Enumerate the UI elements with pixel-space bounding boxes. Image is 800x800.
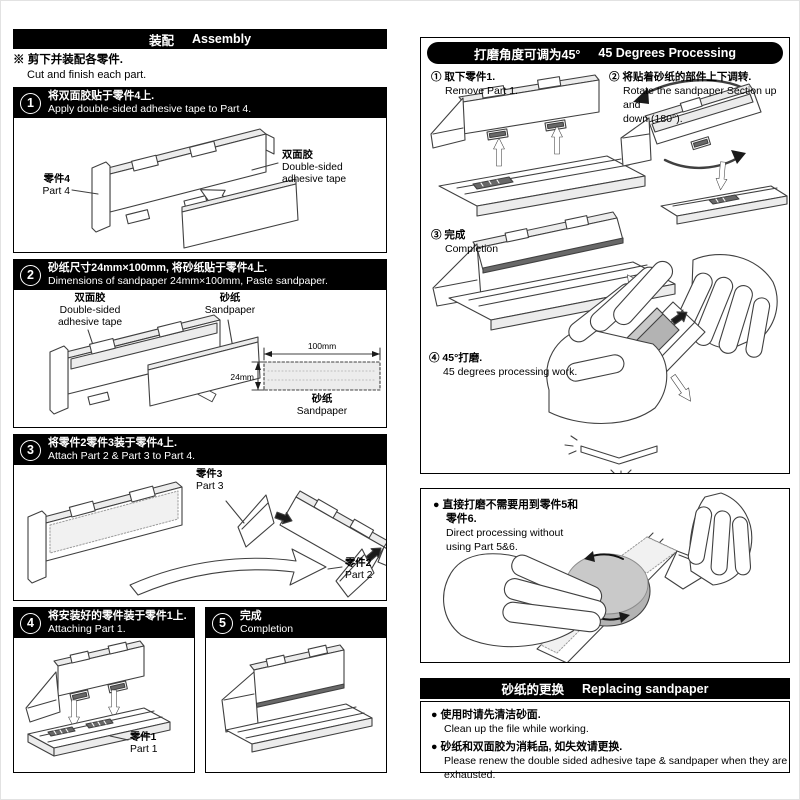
assembly-title-en: Assembly [191,32,252,46]
remove-up-arrow-icon [493,137,505,167]
part2-label: 零件2 Part 2 [345,558,373,581]
step5-title-en: Completion [240,623,294,635]
step2-title-en: Dimensions of sandpaper 24mm×100mm, Past… [48,275,328,287]
step5-box: 5 完成 Completion [205,607,387,773]
step3-box: 3 将零件2零件3装于零件4上. Attach Part 2 & Part 3 … [13,434,387,601]
dim-height-label: 24mm [230,372,254,382]
step3-diagram-panel: 零件3 Part 3 零件2 Part 2 [14,465,386,600]
step5-diagram-panel [206,638,386,772]
intro-zh: ※ 剪下并装配各零件. [13,54,123,66]
part4-label: 零件4 Part 4 [42,174,70,197]
assembly-header-bar: 装配 Assembly [13,29,387,49]
processing-title-zh: 打磨角度可调为45° [474,47,581,62]
step1-diagram [71,128,299,249]
replacing-note-1: ● 使用时请先清洁砂面. Clean up the file while wor… [431,709,589,735]
step2-header: 2 砂纸尺寸24mm×100mm, 将砂纸贴于零件4上. Dimensions … [14,260,386,290]
step2-diagram [49,314,381,415]
tape-label-2: 双面胶 Double-sided adhesive tape [57,293,123,328]
step3-title-en: Attach Part 2 & Part 3 to Part 4. [48,450,196,462]
proc-step1-text: ① 取下零件1. Remove Part 1. [431,71,518,97]
step4-title-en: Attaching Part 1. [48,623,126,635]
sandpaper-label: 砂纸 Sandpaper [204,293,256,316]
replacing-title-en: Replacing sandpaper [582,681,709,696]
step2-title-zh: 砂纸尺寸24mm×100mm, 将砂纸贴于零件4上. [48,262,268,274]
replacing-note-2: ● 砂纸和双面胶为消耗品, 如失效请更换. Please renew the d… [431,741,788,781]
step1-header: 1 将双面胶贴于零件4上. Apply double-sided adhesiv… [14,88,386,118]
step4-diagram-panel: 零件1 Part 1 [14,638,194,772]
step2-box: 2 砂纸尺寸24mm×100mm, 将砂纸贴于零件4上. Dimensions … [13,259,387,428]
part3-label: 零件3 Part 3 [196,469,224,492]
step2-diagram-panel: 双面胶 Double-sided adhesive tape 砂纸 Sandpa… [14,290,386,427]
left-hand [546,327,668,424]
step1-box: 1 将双面胶贴于零件4上. Apply double-sided adhesiv… [13,87,387,253]
step3-number-badge: 3 [20,439,41,461]
step1-diagram-panel: 零件4 Part 4 双面胶 Double-sided adhesive tap… [14,118,386,252]
processing-title-en: 45 Degrees Processing [598,46,736,60]
sanding-direction-arrow-icon-2 [667,372,696,406]
proc-step4-text: ④ 45°打磨. 45 degrees processing work. [429,352,578,378]
processing-header-bar: 打磨角度可调为45° 45 Degrees Processing [427,42,783,64]
sanded-corner-piece [580,445,658,465]
tape-label: 双面胶 Double-sided adhesive tape [282,150,347,185]
step4-number-badge: 4 [20,612,41,634]
direct-processing-diagram [443,492,753,662]
assembly-title-zh: 装配 [148,33,174,48]
step1-number-badge: 1 [20,92,41,114]
step4-title-zh: 将安装好的零件装于零件1上. [48,610,187,622]
step1-title-en: Apply double-sided adhesive tape to Part… [48,103,252,115]
step1-title-zh: 将双面胶贴于零件4上. [48,90,155,102]
processing-diagrams [430,74,788,473]
proc-step2-text: ② 将贴着砂纸的部件上下调转. Rotate the sandpaper Sec… [609,71,777,125]
rotate-assembly-arrow-icon [129,548,327,596]
step5-title-zh: 完成 [240,610,262,622]
step4-header: 4 将安装好的零件装于零件1上. Attaching Part 1. [14,608,194,638]
part1-label: 零件1 Part 1 [130,732,158,755]
assembly-intro: ※ 剪下并装配各零件. Cut and finish each part. [13,53,146,83]
direct-note-text: ● 直接打磨不需要用到零件5和 零件6. Direct processing w… [433,499,579,553]
step5-number-badge: 5 [212,612,233,634]
step5-header: 5 完成 Completion [206,608,386,638]
step5-diagram [221,644,373,753]
step3-header: 3 将零件2零件3装于零件4上. Attach Part 2 & Part 3 … [14,435,386,465]
direct-processing-box: ● 直接打磨不需要用到零件5和 零件6. Direct processing w… [420,488,790,663]
replacing-header-bar: 砂纸的更换 Replacing sandpaper [420,678,790,699]
intro-en: Cut and finish each part. [27,69,147,81]
step4-diagram [25,640,171,757]
processing-box: 打磨角度可调为45° 45 Degrees Processing [420,37,790,474]
step3-diagram [27,481,386,598]
proc-step3-text: ③ 完成 Completion [431,229,499,255]
sandpaper-label-2: 砂纸 Sandpaper [296,394,348,417]
step2-number-badge: 2 [20,264,41,286]
step3-title-zh: 将零件2零件3装于零件4上. [48,437,177,449]
replacing-title-zh: 砂纸的更换 [501,683,565,697]
dim-width-label: 100mm [307,341,337,351]
step4-box: 4 将安装好的零件装于零件1上. Attaching Part 1. [13,607,195,773]
replacing-notes-box: ● 使用时请先清洁砂面. Clean up the file while wor… [420,701,790,781]
